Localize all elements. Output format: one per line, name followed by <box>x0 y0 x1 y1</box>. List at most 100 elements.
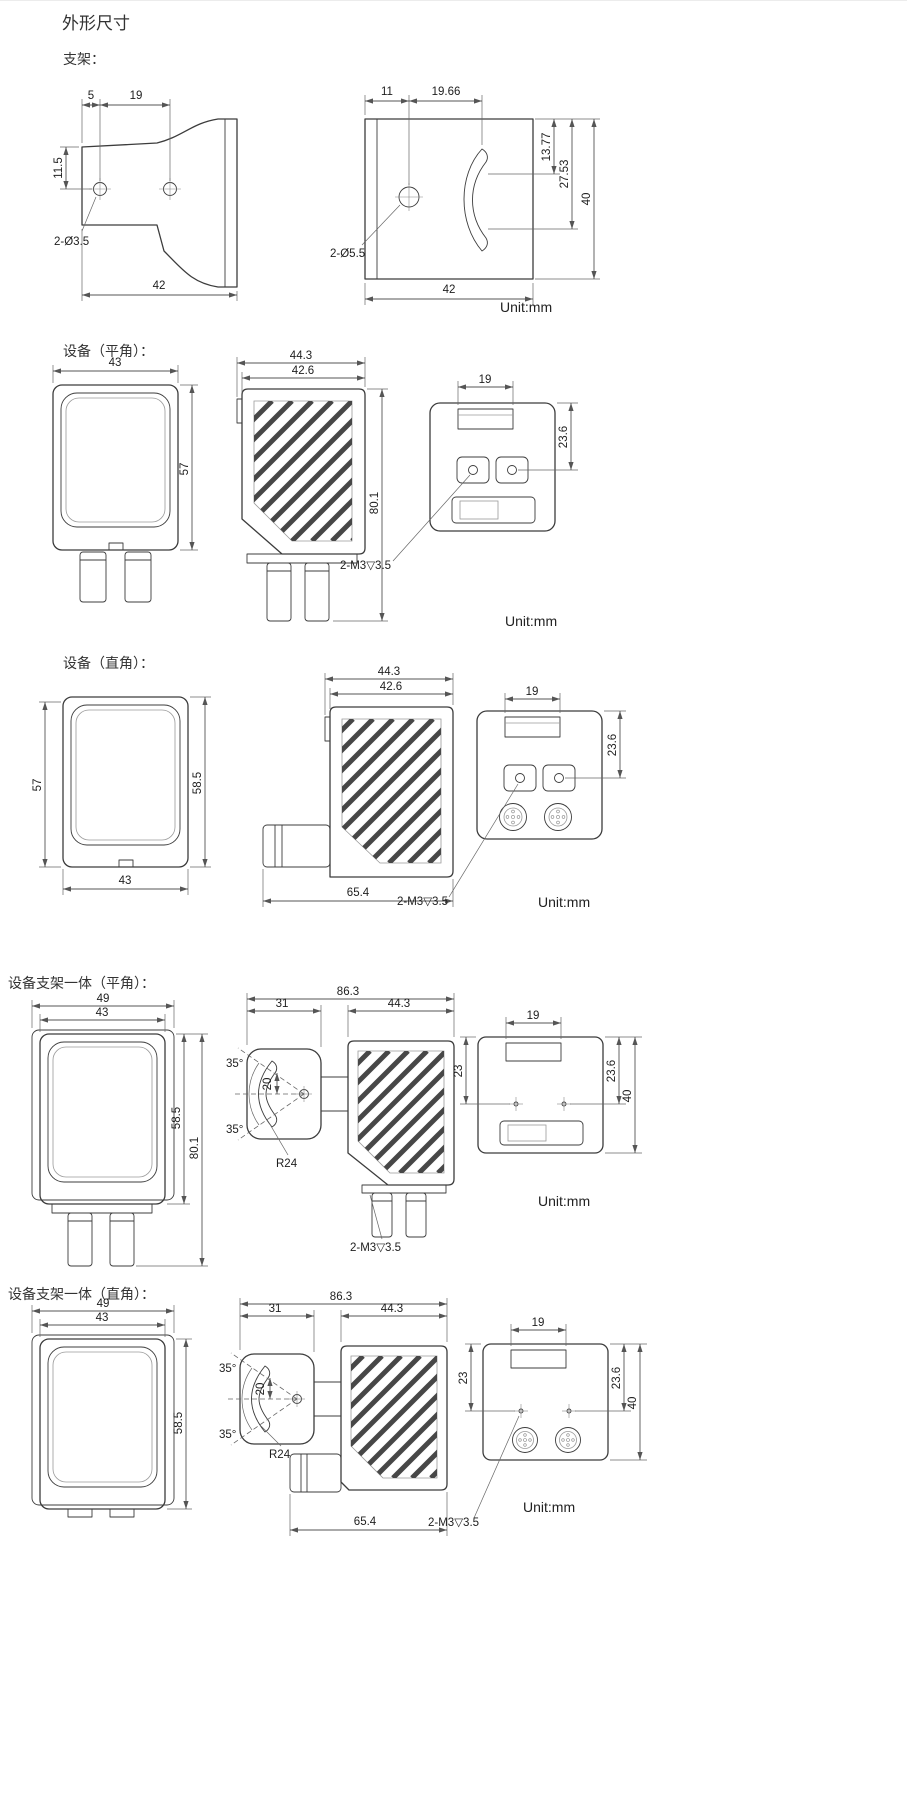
angle-label: 35° <box>219 1363 236 1375</box>
dim-label: 86.3 <box>330 1291 352 1303</box>
section-label-device-right: 设备（直角）： <box>63 655 154 671</box>
dim-label: 43 <box>119 875 132 887</box>
dim-label: 44.3 <box>388 998 410 1010</box>
dim-label: 44.3 <box>381 1303 403 1315</box>
dim-label: 11.5 <box>53 157 65 179</box>
section-label-combo-right: 设备支架一体（直角）： <box>8 1286 155 1302</box>
dim-label: 44.3 <box>378 666 400 678</box>
dim-label: 40 <box>581 193 593 206</box>
dim-label: 19 <box>130 90 143 102</box>
section-label-bracket: 支架： <box>63 51 105 67</box>
dim-label: 58.5 <box>171 1107 183 1129</box>
dim-label: 19 <box>532 1317 545 1329</box>
dim-label: 23 <box>453 1065 465 1078</box>
dim-label: 40 <box>627 1397 639 1410</box>
combo-right-side-view: 35° 35° 20 R24 86.3 31 44.3 65.4 <box>219 1291 448 1536</box>
radius-label: R24 <box>276 1158 298 1170</box>
dim-label: 49 <box>97 993 110 1005</box>
device-front-outline <box>62 696 189 868</box>
device-side-dimensions: 44.3 42.6 65.4 <box>262 666 454 907</box>
device-right-side-view: 44.3 42.6 65.4 <box>262 666 454 907</box>
heatsink-hatch <box>351 1356 437 1478</box>
dim-label: 20 <box>255 1383 267 1396</box>
angle-label: 35° <box>226 1058 243 1070</box>
dim-label: 23.6 <box>606 1060 618 1082</box>
combo-front-dimensions: 49 43 58.5 80.1 <box>31 993 208 1267</box>
combo-bottom-dimensions: 19 23 23.6 40 <box>453 1010 642 1154</box>
unit-label: Unit:mm <box>538 1193 591 1209</box>
bracket-side-outline <box>364 118 534 280</box>
dim-label: 19 <box>526 686 539 698</box>
bracket-side-dimensions: 11 19.66 13.77 27.53 40 2-Ø5.5 42 <box>330 86 600 305</box>
dim-label: 31 <box>269 1303 282 1315</box>
device-bottom-outline <box>476 710 603 840</box>
combo-bottom-dimensions: 19 23 23.6 40 2-M3▽3.5 <box>428 1317 647 1529</box>
combo-right-bottom-view: 19 23 23.6 40 2-M3▽3.5 <box>428 1317 647 1529</box>
dim-label: 57 <box>179 463 191 476</box>
dim-label: 42.6 <box>292 365 314 377</box>
combo-side-dimensions: 35° 35° 20 R24 86.3 31 44.3 65.4 <box>219 1291 448 1536</box>
screw-callout: 2-M3▽3.5 <box>428 1517 479 1529</box>
device-right-bottom-view: 19 23.6 2-M3▽3.5 <box>397 686 626 908</box>
bracket-front-outline <box>81 118 238 288</box>
dim-label: 43 <box>96 1312 109 1324</box>
radius-label: R24 <box>269 1449 291 1461</box>
combo-front-outline <box>31 1029 175 1267</box>
device-side-dimensions: 44.3 42.6 80.1 <box>236 350 388 622</box>
dim-label: 19 <box>527 1010 540 1022</box>
bracket-side-view: 11 19.66 13.77 27.53 40 2-Ø5.5 42 <box>330 86 600 305</box>
circular-connector <box>555 1427 581 1453</box>
angle-label: 35° <box>226 1124 243 1136</box>
dim-label: 11 <box>381 86 393 98</box>
circular-connector <box>512 1427 538 1453</box>
dim-label: 57 <box>32 779 44 792</box>
unit-label: Unit:mm <box>538 894 591 910</box>
combo-flat-front-view: 49 43 58.5 80.1 <box>31 993 208 1267</box>
combo-flat-bottom-view: 19 23 23.6 40 <box>453 1010 642 1154</box>
dim-label: 20 <box>262 1078 274 1091</box>
hole-callout: 2-Ø5.5 <box>330 248 365 260</box>
dim-label: 42.6 <box>380 681 402 693</box>
combo-front-outline <box>31 1334 175 1518</box>
dim-label: 43 <box>96 1007 109 1019</box>
dim-label: 40 <box>622 1090 634 1103</box>
dim-label: 43 <box>109 357 122 369</box>
device-bottom-dimensions: 19 23.6 2-M3▽3.5 <box>397 686 626 908</box>
dim-label: 23 <box>458 1372 470 1385</box>
page-title: 外形尺寸 <box>62 14 130 33</box>
device-flat-bottom-view: 19 23.6 2-M3▽3.5 <box>340 374 578 572</box>
device-bottom-outline <box>429 402 556 532</box>
dim-label: 19.66 <box>432 86 461 98</box>
dim-label: 65.4 <box>347 887 370 899</box>
device-side-outline <box>236 388 366 622</box>
dim-label: 65.4 <box>354 1516 377 1528</box>
dim-label: 42 <box>153 280 166 292</box>
device-bottom-dimensions: 19 23.6 2-M3▽3.5 <box>340 374 578 572</box>
screw-callout: 2-M3▽3.5 <box>397 896 448 908</box>
dim-label: 58.5 <box>173 1412 185 1434</box>
unit-label: Unit:mm <box>500 299 553 315</box>
screw-callout: 2-M3▽3.5 <box>340 560 391 572</box>
bracket-front-view: 5 19 11.5 2-Ø3.5 42 <box>53 90 238 301</box>
device-front-outline <box>52 384 179 603</box>
combo-right-front-view: 49 43 58.5 <box>31 1298 192 1518</box>
combo-bottom-outline <box>477 1036 604 1154</box>
dim-label: 80.1 <box>189 1137 201 1159</box>
unit-label: Unit:mm <box>523 1499 576 1515</box>
dim-label: 58.5 <box>192 772 204 794</box>
device-front-dimensions: 43 57 <box>52 357 198 551</box>
heatsink-hatch <box>254 401 352 541</box>
dim-label: 42 <box>443 284 456 296</box>
combo-bottom-outline <box>482 1343 609 1461</box>
dim-label: 31 <box>276 998 289 1010</box>
circular-connector <box>544 803 572 831</box>
combo-side-dimensions: 35° 35° 20 R24 86.3 31 44.3 2-M3▽3.5 <box>226 986 455 1254</box>
dim-label: 44.3 <box>290 350 312 362</box>
combo-front-dimensions: 49 43 58.5 <box>31 1298 192 1510</box>
combo-flat-side-view: 35° 35° 20 R24 86.3 31 44.3 2-M3▽3.5 <box>226 986 455 1254</box>
dim-label: 86.3 <box>337 986 359 998</box>
device-front-dimensions: 57 58.5 43 <box>32 696 211 895</box>
device-right-front-view: 57 58.5 43 <box>32 696 211 895</box>
dim-label: 13.77 <box>541 133 553 162</box>
